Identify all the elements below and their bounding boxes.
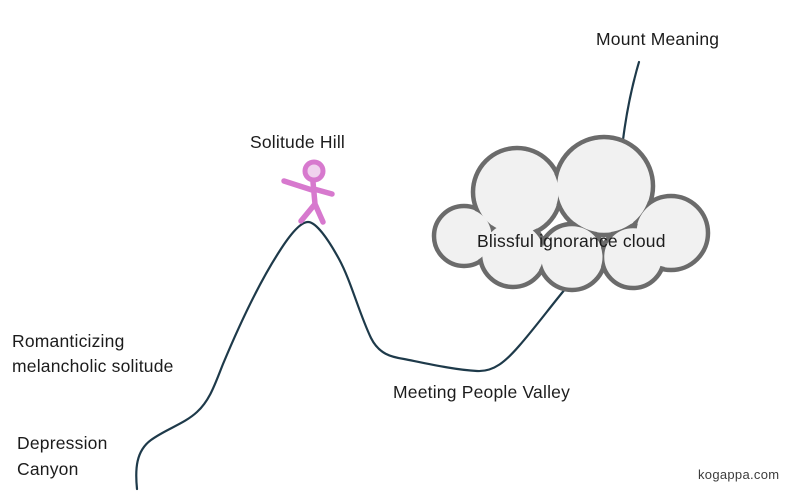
stick-figure-icon (281, 159, 335, 225)
label-blissful-ignorance-cloud: Blissful ignorance cloud (477, 231, 666, 251)
label-depression-canyon: Depression Canyon (17, 433, 108, 479)
cloud-icon (431, 134, 711, 293)
label-mount-meaning: Mount Meaning (596, 29, 720, 49)
label-solitude-hill: Solitude Hill (250, 132, 346, 152)
stick-figure-head (302, 159, 326, 183)
cloud-fill-pass (436, 139, 706, 288)
label-meeting-people-valley: Meeting People Valley (393, 382, 571, 402)
stick-figure-limbs (281, 178, 335, 225)
label-romanticizing-melancholic-solitude: Romanticizing melancholic solitude (12, 331, 174, 376)
watermark: kogappa.com (698, 467, 780, 482)
